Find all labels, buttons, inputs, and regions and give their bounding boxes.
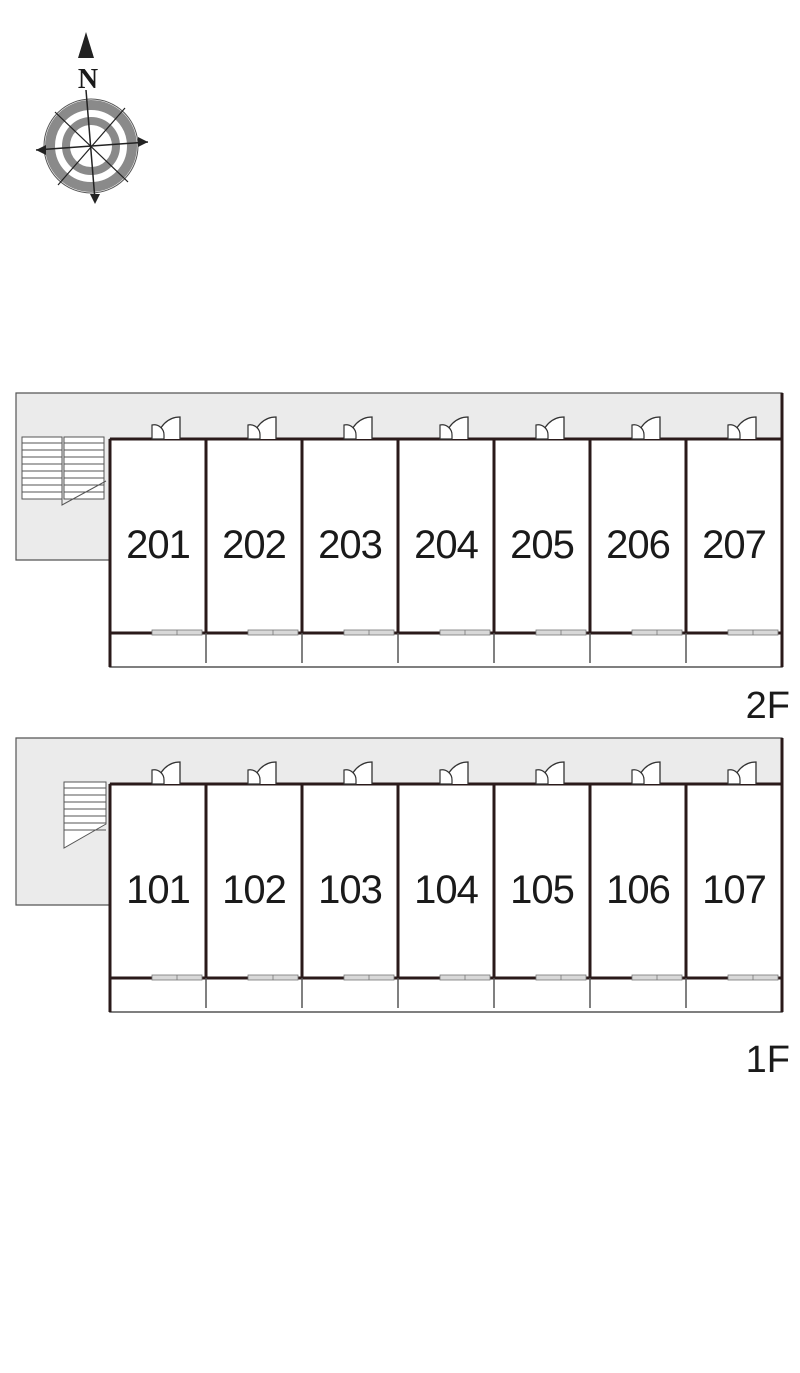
room-104: 104 [396, 761, 491, 1008]
room-number-label: 105 [510, 868, 574, 912]
compass-icon: N [35, 32, 149, 204]
room-204: 204 [396, 416, 491, 663]
room-101: 101 [126, 761, 203, 981]
room-number-label: 102 [222, 868, 286, 912]
meter-icon [343, 424, 357, 440]
room-number-label: 203 [318, 523, 382, 567]
room-number-label: 204 [414, 523, 478, 567]
room-207: 207 [684, 416, 779, 663]
room-203: 203 [300, 416, 395, 663]
meter-icon [151, 769, 165, 785]
staircase [21, 436, 107, 506]
meter-icon [247, 769, 261, 785]
room-106: 106 [588, 761, 683, 1008]
meter-icon [343, 769, 357, 785]
meter-icon [535, 769, 549, 785]
room-102: 102 [204, 761, 299, 1008]
meter-icon [631, 769, 645, 785]
room-205: 205 [492, 416, 587, 663]
balcony [109, 633, 783, 668]
balcony [109, 978, 783, 1013]
room-number-label: 106 [606, 868, 670, 912]
meter-icon [439, 424, 453, 440]
staircase [63, 781, 107, 849]
meter-icon [727, 424, 741, 440]
room-number-label: 107 [702, 868, 766, 912]
room-number-label: 103 [318, 868, 382, 912]
room-number-label: 201 [126, 523, 190, 567]
room-202: 202 [204, 416, 299, 663]
meter-icon [439, 769, 453, 785]
room-201: 201 [126, 416, 203, 636]
meter-icon [727, 769, 741, 785]
meter-icon [247, 424, 261, 440]
room-107: 107 [684, 761, 779, 1008]
floor-label: 2F [746, 685, 790, 727]
floor-label: 1F [746, 1039, 790, 1081]
room-number-label: 207 [702, 523, 766, 567]
room-number-label: 206 [606, 523, 670, 567]
meter-icon [535, 424, 549, 440]
room-number-label: 104 [414, 868, 478, 912]
room-103: 103 [300, 761, 395, 1008]
meter-icon [151, 424, 165, 440]
floor-2f-plan: 201 202 203 204 205 206 207 2F [15, 392, 790, 727]
room-206: 206 [588, 416, 683, 663]
room-number-label: 205 [510, 523, 574, 567]
floor-1f-plan: 101 102 103 104 105 106 107 1F [15, 737, 790, 1081]
room-number-label: 202 [222, 523, 286, 567]
room-105: 105 [492, 761, 587, 1008]
north-label: N [78, 64, 98, 95]
room-number-label: 101 [126, 868, 190, 912]
north-arrow-icon [78, 32, 94, 58]
meter-icon [631, 424, 645, 440]
